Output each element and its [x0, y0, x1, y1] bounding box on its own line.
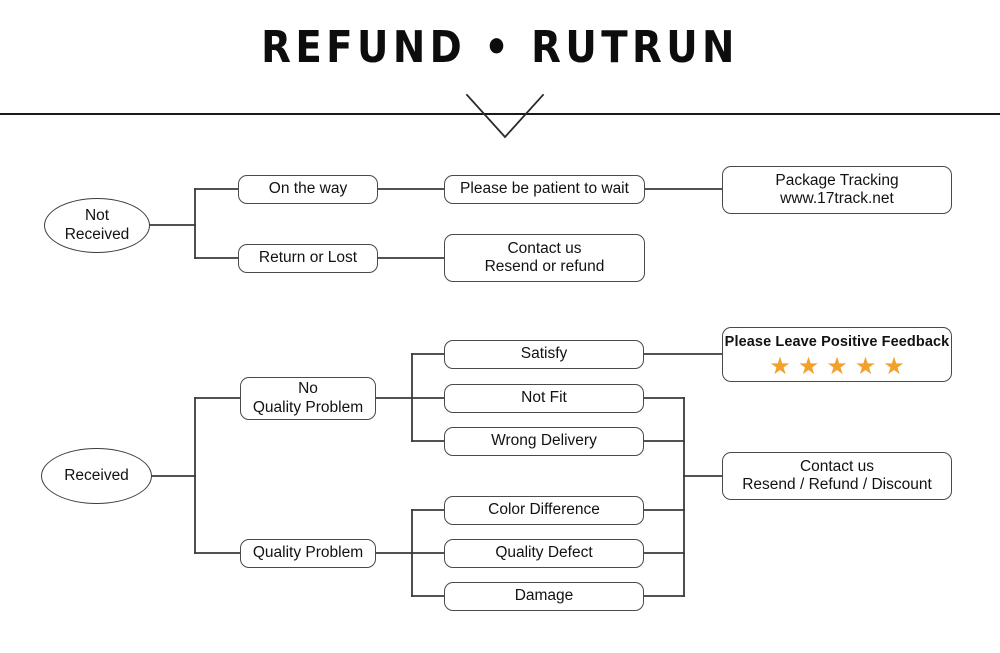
node-please-be-patient[interactable]: Please be patient to wait: [444, 175, 645, 204]
node-on-the-way[interactable]: On the way: [238, 175, 378, 204]
node-contact-us-line2: Resend or refund: [484, 258, 605, 275]
node-package-tracking[interactable]: Package Tracking www.17track.net: [722, 166, 952, 214]
node-not-received[interactable]: Not Received: [44, 198, 150, 253]
node-received[interactable]: Received: [41, 448, 152, 504]
node-contact-us-line1: Contact us: [507, 239, 582, 257]
node-no-quality-problem-line2: Quality Problem: [252, 398, 364, 416]
star-icon[interactable]: ★: [854, 352, 877, 380]
node-leave-positive-feedback[interactable]: Please Leave Positive Feedback ★★★★★: [722, 327, 952, 382]
chevron-down-icon: [465, 93, 545, 139]
node-received-label: Received: [64, 466, 129, 484]
star-icon[interactable]: ★: [883, 352, 905, 380]
node-on-the-way-label: On the way: [268, 180, 348, 198]
node-not-received-line1: Not: [84, 207, 110, 225]
star-icon[interactable]: ★: [826, 352, 848, 380]
node-return-or-lost[interactable]: Return or Lost: [238, 244, 378, 273]
node-damage-label: Damage: [514, 587, 574, 605]
node-quality-defect-label: Quality Defect: [495, 544, 593, 562]
star-icon[interactable]: ★: [769, 352, 791, 380]
node-contact-us-resend-refund-discount[interactable]: Contact us Resend / Refund / Discount: [722, 452, 952, 500]
node-return-or-lost-label: Return or Lost: [258, 249, 358, 267]
star-rating[interactable]: ★★★★★: [769, 352, 905, 380]
node-satisfy-label: Satisfy: [520, 345, 568, 363]
node-contact-outcome-line2: Resend / Refund / Discount: [742, 476, 932, 493]
node-color-difference[interactable]: Color Difference: [444, 496, 644, 525]
node-wrong-delivery-label: Wrong Delivery: [491, 432, 597, 450]
node-not-fit-label: Not Fit: [521, 389, 567, 407]
feedback-label: Please Leave Positive Feedback: [724, 334, 950, 351]
node-quality-problem[interactable]: Quality Problem: [240, 539, 376, 568]
node-please-be-patient-label: Please be patient to wait: [460, 180, 629, 198]
star-icon[interactable]: ★: [797, 352, 820, 380]
node-package-tracking-line1: Package Tracking: [775, 171, 899, 189]
node-damage[interactable]: Damage: [444, 582, 644, 611]
node-no-quality-problem[interactable]: No Quality Problem: [240, 377, 376, 420]
node-not-received-line2: Received: [64, 225, 130, 243]
node-contact-us-resend-or-refund[interactable]: Contact us Resend or refund: [444, 234, 645, 282]
node-wrong-delivery[interactable]: Wrong Delivery: [444, 427, 644, 456]
node-quality-problem-label: Quality Problem: [252, 544, 364, 562]
node-satisfy[interactable]: Satisfy: [444, 340, 644, 369]
node-package-tracking-line2: www.17track.net: [780, 190, 894, 207]
node-color-difference-label: Color Difference: [488, 501, 600, 519]
node-quality-defect[interactable]: Quality Defect: [444, 539, 644, 568]
header-divider: [0, 113, 1000, 115]
node-contact-outcome-line1: Contact us: [799, 457, 875, 475]
node-no-quality-problem-line1: No: [298, 380, 318, 398]
node-not-fit[interactable]: Not Fit: [444, 384, 644, 413]
page-title: REFUND • RUTRUN: [261, 22, 739, 73]
